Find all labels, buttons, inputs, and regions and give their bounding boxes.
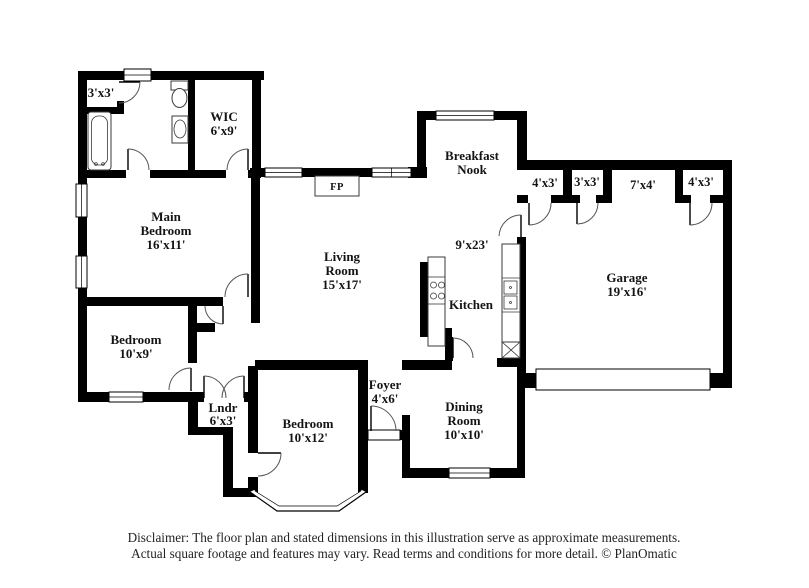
room-label-breakfast-nook: Nook [457,162,487,177]
door-swing [498,214,522,237]
room-label-garage: Garage [606,270,647,285]
window [123,68,152,82]
room-label-bedroom-10x12-dims: 10'x12' [288,430,328,445]
door-swing [226,148,249,171]
room-label-laundry-dims: 6'x3' [210,413,237,428]
room-label-main-bedroom: Main [151,209,181,224]
room-label-dining-room: Dining [445,399,483,414]
room-label-dining-room: Room [447,413,480,428]
door-swing [576,202,599,225]
room-label-toilet: 3'x3' [88,85,115,100]
toilet [170,80,189,108]
room-label-foyer: Foyer [369,377,402,392]
front-door-threshold [367,429,401,441]
bay-window [249,490,367,512]
room-label-bedroom-10x9-dims: 10'x9' [119,346,152,361]
room-label-garage-closet-3: 4'x3' [688,175,714,189]
fireplace-label: FP [330,182,344,193]
room-label-wic-dims: 6'x9' [211,123,238,138]
door-swing [168,367,192,391]
window [435,110,495,121]
door-swing [221,375,245,399]
window [75,183,88,218]
garage-door [535,368,711,391]
room-label-bedroom-10x9: Bedroom [110,332,161,347]
door-swing [452,337,474,359]
door-swing [204,305,224,325]
door-swing [224,273,249,298]
doors [118,81,713,477]
room-label-wic: WIC [210,109,237,124]
door-swing [689,202,713,226]
room-label-kitchen: Kitchen [449,297,494,312]
room-label-foyer-dims: 4'x6' [372,391,399,406]
room-label-laundry: Lndr [209,400,238,415]
window [75,255,88,289]
door-swing [118,81,141,104]
room-label-main-bedroom: Bedroom [140,223,191,238]
room-label-bedroom-10x12: Bedroom [282,416,333,431]
bathtub [87,111,112,171]
room-label-garage-nook: 7'x4' [630,178,656,192]
kitchen-counter-stove [427,256,446,347]
room-label-garage-closet-2: 3'x3' [574,175,600,189]
fireplace [314,175,360,197]
footer-line-1: Disclaimer: The floor plan and stated di… [128,530,681,545]
room-label-living-room: Living [324,249,361,264]
door-swing [370,405,397,432]
kitchen-counter-sink [501,243,521,343]
door-swing [257,452,282,477]
footer-disclaimer: Disclaimer: The floor plan and stated di… [128,530,681,561]
vanity-sink [171,115,189,144]
room-label-garage-dims: 19'x16' [607,284,647,299]
window [371,167,412,178]
door-swing [203,375,227,399]
window [448,467,491,479]
window [108,391,144,403]
door-swing [127,148,150,171]
room-labels: 3'x3' WIC 6'x9' Main Bedroom 16'x11' Bed… [88,85,714,445]
room-label-breakfast-nook: Breakfast [445,148,500,163]
room-label-kitchen-strip-dims: 9'x23' [455,237,488,252]
fixtures [87,80,521,359]
door-swing [528,202,552,226]
windows [75,68,711,512]
room-label-main-bedroom-dims: 16'x11' [146,237,185,252]
window [264,167,303,178]
room-label-dining-room-dims: 10'x10' [444,427,484,442]
room-label-living-room: Room [325,263,358,278]
room-label-garage-closet-1: 4'x3' [532,176,558,190]
room-label-living-room-dims: 15'x17' [322,277,362,292]
footer-line-2: Actual square footage and features may v… [131,546,677,561]
water-heater [501,341,521,359]
